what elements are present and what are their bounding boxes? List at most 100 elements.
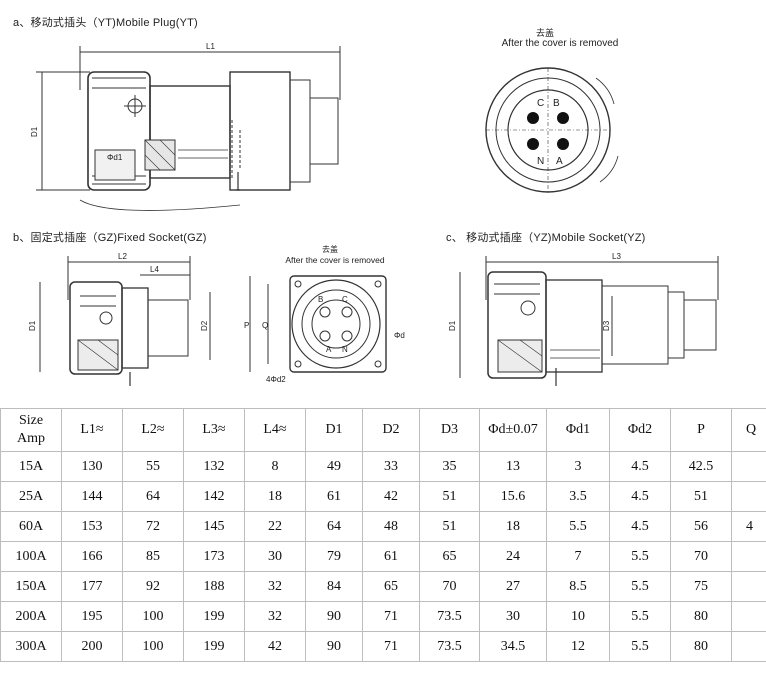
table-cell: 12 (546, 631, 610, 662)
table-cell: 49 (305, 451, 363, 482)
table-cell: 90 (305, 631, 363, 662)
table-cell: 35 (419, 451, 480, 482)
table-cell: 73.5 (419, 631, 480, 662)
table-cell: 166 (61, 541, 123, 572)
label-d1-small: Φd1 (107, 153, 123, 162)
header-cell: L1≈ (61, 408, 123, 452)
table-cell: 70 (670, 541, 732, 572)
table-header-row: Size Amp L1≈ L2≈ L3≈ L4≈ D1 D2 D3 Φd±0.0… (0, 408, 766, 452)
cover-removed-en-mid: After the cover is removed (285, 255, 385, 265)
table-cell: 85 (122, 541, 184, 572)
label-d1-a: D1 (30, 126, 39, 137)
spec-table: Size Amp L1≈ L2≈ L3≈ L4≈ D1 D2 D3 Φd±0.0… (0, 408, 766, 662)
pin-c-top: C (537, 98, 544, 109)
label-q: Q (262, 321, 268, 330)
table-cell: 199 (183, 601, 245, 632)
table-cell: 200 (61, 631, 123, 662)
spec-table-wrapper: Size Amp L1≈ L2≈ L3≈ L4≈ D1 D2 D3 Φd±0.0… (0, 408, 766, 687)
fixed-socket-drawing: L2 L4 D1 D2 P Q B C A N Φd 4Φd2 (28, 252, 405, 386)
table-cell: 75 (670, 571, 732, 602)
table-cell: 199 (183, 631, 245, 662)
header-cell: L4≈ (244, 408, 306, 452)
table-cell: 173 (183, 541, 245, 572)
table-cell: 55 (122, 451, 184, 482)
header-cell: D1 (305, 408, 363, 452)
table-cell: 42.5 (670, 451, 732, 482)
pin-a-top: A (556, 156, 563, 167)
table-cell: 48 (362, 511, 420, 542)
table-cell: 56 (670, 511, 732, 542)
table-cell: 4 (731, 511, 766, 542)
header-cell: Φd±0.07 (479, 408, 547, 452)
header-cell: D3 (419, 408, 480, 452)
table-cell (731, 601, 766, 632)
label-phi-d: Φd (394, 331, 405, 340)
pin-n-top: N (537, 156, 544, 167)
table-cell: 7 (546, 541, 610, 572)
table-cell: 80 (670, 631, 732, 662)
cover-removed-en-top: After the cover is removed (501, 38, 619, 49)
label-4phi-d2: 4Φd2 (266, 375, 286, 384)
label-p: P (244, 321, 249, 330)
table-cell: 33 (362, 451, 420, 482)
table-cell: 18 (244, 481, 306, 512)
table-cell: 5.5 (609, 601, 671, 632)
header-cell: L2≈ (122, 408, 184, 452)
header-cell: P (670, 408, 732, 452)
row-size-cell: 60A (0, 511, 62, 542)
label-l2: L2 (118, 252, 127, 261)
row-size-cell: 200A (0, 601, 62, 632)
table-cell: 3 (546, 451, 610, 482)
table-cell: 3.5 (546, 481, 610, 512)
table-cell: 145 (183, 511, 245, 542)
table-cell: 65 (362, 571, 420, 602)
header-cell: Φd1 (546, 408, 610, 452)
table-cell: 4.5 (609, 511, 671, 542)
table-cell: 30 (479, 601, 547, 632)
table-cell: 188 (183, 571, 245, 602)
table-cell: 27 (479, 571, 547, 602)
header-amp: Amp (17, 431, 45, 446)
table-cell: 100 (122, 631, 184, 662)
header-cell: Φd2 (609, 408, 671, 452)
table-cell: 34.5 (479, 631, 547, 662)
table-cell: 84 (305, 571, 363, 602)
mobile-socket-drawing: L3 D1 D3 (448, 252, 719, 386)
row-size-cell: 150A (0, 571, 62, 602)
table-cell: 92 (122, 571, 184, 602)
table-cell: 4.5 (609, 481, 671, 512)
label-l3: L3 (612, 252, 621, 261)
row-size-cell: 15A (0, 451, 62, 482)
header-size: Size (18, 413, 44, 428)
table-cell: 132 (183, 451, 245, 482)
table-cell (731, 451, 766, 482)
table-cell: 10 (546, 601, 610, 632)
header-cell: Q (731, 408, 766, 452)
table-cell: 5.5 (546, 511, 610, 542)
caption-fixed-socket: b、固定式插座（GZ)Fixed Socket(GZ) (13, 232, 207, 244)
table-cell: 15.6 (479, 481, 547, 512)
caption-mobile-socket: c、 移动式插座（YZ)Mobile Socket(YZ) (446, 232, 646, 244)
label-d2: D2 (200, 320, 209, 331)
label-d1-b: D1 (28, 320, 37, 331)
caption-mobile-plug: a、移动式插头（YT)Mobile Plug(YT) (13, 17, 198, 29)
table-cell: 5.5 (609, 541, 671, 572)
table-cell: 177 (61, 571, 123, 602)
header-cell: L3≈ (183, 408, 245, 452)
table-cell: 153 (61, 511, 123, 542)
cover-removed-zh-mid: 去盖 (322, 245, 338, 254)
table-cell: 22 (244, 511, 306, 542)
table-cell: 142 (183, 481, 245, 512)
header-size-amp: Size Amp (0, 408, 62, 452)
label-d1-c: D1 (448, 320, 457, 331)
label-d3: D3 (602, 320, 611, 331)
table-cell: 90 (305, 601, 363, 632)
table-cell: 42 (244, 631, 306, 662)
table-cell: 144 (61, 481, 123, 512)
table-cell: 18 (479, 511, 547, 542)
